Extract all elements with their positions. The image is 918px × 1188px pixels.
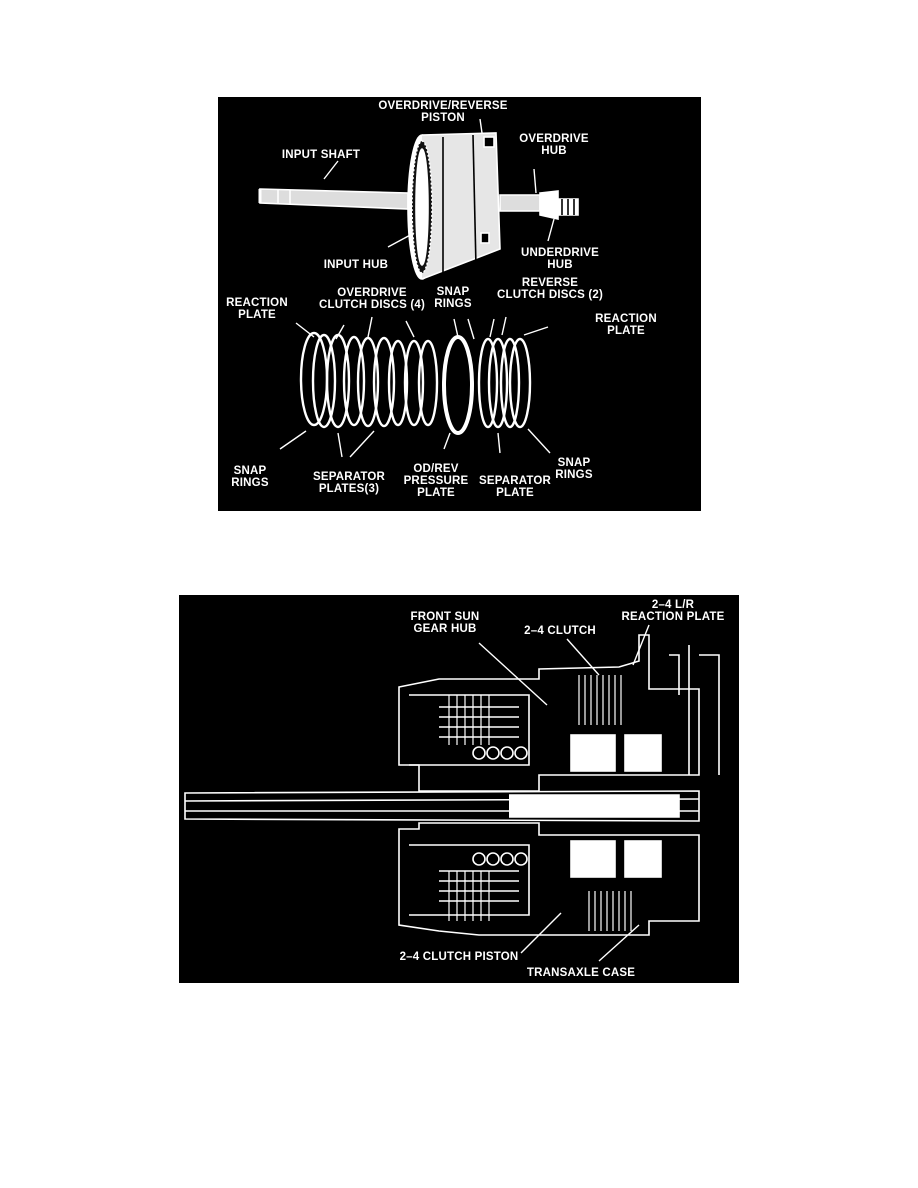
figure-24-clutch-cross-section: FRONT SUN GEAR HUB 2–4 CLUTCH 2–4 L/R RE…: [179, 595, 739, 983]
label-reaction-plate-left: REACTION PLATE: [226, 297, 288, 321]
label-overdrive-clutch-discs: OVERDRIVE CLUTCH DISCS (4): [318, 287, 426, 311]
label-underdrive-hub: UNDERDRIVE HUB: [520, 247, 600, 271]
label-input-hub: INPUT HUB: [323, 259, 389, 271]
label-24-clutch: 2–4 CLUTCH: [524, 625, 596, 637]
figure-overdrive-reverse-clutch: OVERDRIVE/REVERSE PISTON INPUT SHAFT OVE…: [218, 97, 701, 511]
exploded-clutch-drawing: [258, 118, 579, 458]
label-front-sun-gear-hub: FRONT SUN GEAR HUB: [410, 611, 480, 635]
label-snap-rings-left: SNAP RINGS: [231, 465, 269, 489]
label-24-clutch-piston: 2–4 CLUTCH PISTON: [399, 951, 519, 963]
label-reaction-plate-right: REACTION PLATE: [595, 313, 657, 337]
label-snap-rings-right: SNAP RINGS: [555, 457, 593, 481]
label-od-rev-pressure-plate: OD/REV PRESSURE PLATE: [403, 463, 469, 499]
cross-section-drawing: [184, 624, 720, 962]
label-reverse-clutch-discs: REVERSE CLUTCH DISCS (2): [496, 277, 604, 301]
label-separator-plate: SEPARATOR PLATE: [478, 475, 552, 499]
label-od-rev-piston: OVERDRIVE/REVERSE PISTON: [378, 100, 508, 124]
label-overdrive-hub: OVERDRIVE HUB: [519, 133, 589, 157]
label-input-shaft: INPUT SHAFT: [281, 149, 361, 161]
label-separator-plates: SEPARATOR PLATES(3): [312, 471, 386, 495]
label-snap-rings-top: SNAP RINGS: [434, 286, 472, 310]
label-transaxle-case: TRANSAXLE CASE: [526, 967, 636, 979]
label-24-lr-reaction-plate: 2–4 L/R REACTION PLATE: [621, 599, 725, 623]
